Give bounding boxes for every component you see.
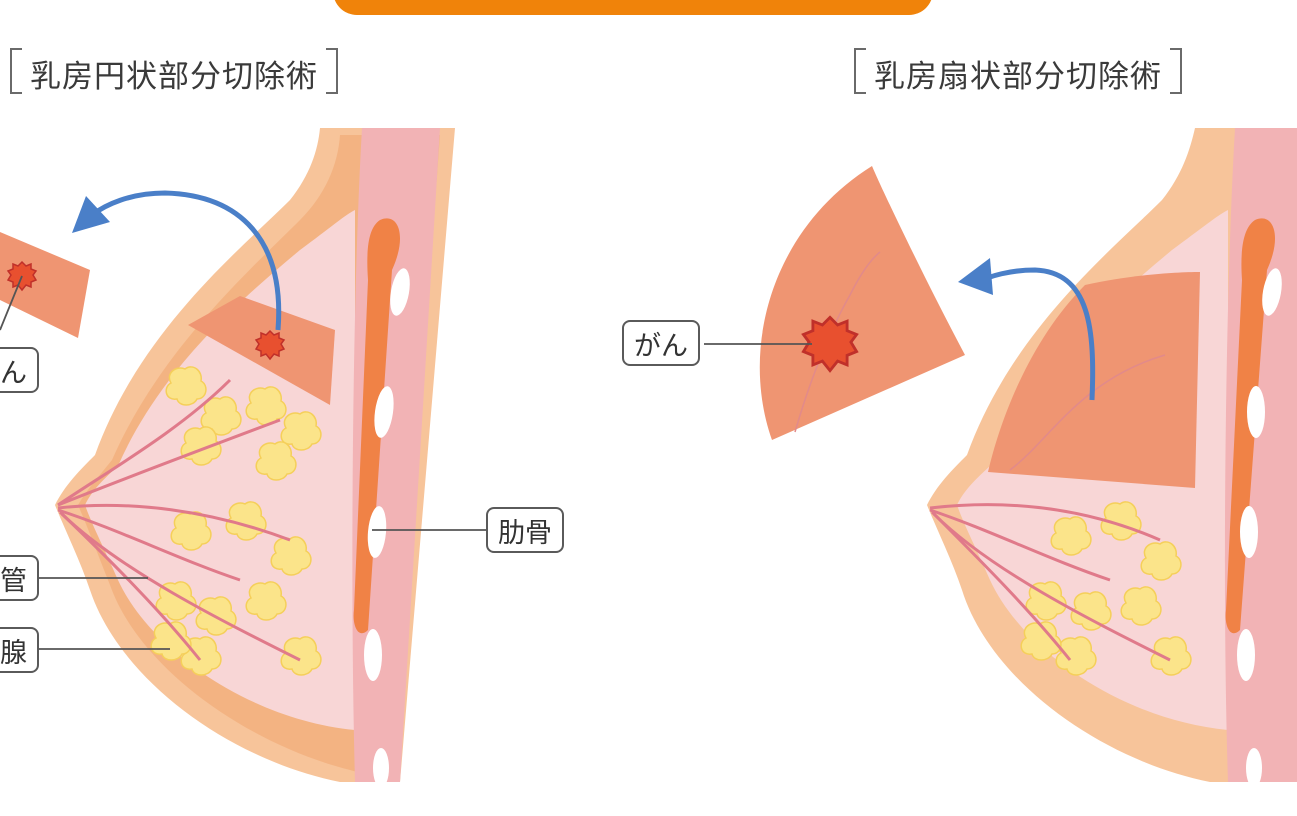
label-cancer-right: がん (622, 320, 700, 366)
label-cancer-left: ん (0, 347, 39, 393)
vessel-in-piece-right (794, 251, 881, 433)
label-milk-duct: 管 (0, 555, 39, 601)
milk-ducts-right (929, 503, 1171, 662)
arrowhead-left (72, 196, 110, 233)
label-rib: 肋骨 (486, 507, 564, 553)
removal-arrow-left (90, 190, 282, 331)
heading-circular-partial-mastectomy: 乳房円状部分切除術 (10, 48, 338, 98)
bracket-open (854, 48, 866, 94)
bracket-open (10, 48, 22, 94)
arrowhead-right (958, 258, 993, 295)
leader-lines-left (0, 275, 487, 650)
removal-arrow-right (976, 267, 1096, 401)
label-mammary-gland: 腺 (0, 627, 39, 673)
milk-ducts-left (57, 378, 301, 662)
right-breast-diagram (704, 128, 1297, 788)
excised-fan-piece-right (759, 166, 965, 440)
ribs-left (364, 268, 410, 788)
left-breast-diagram (0, 128, 487, 788)
bracket-close (326, 48, 338, 94)
title-banner (333, 0, 933, 15)
ribs-right (1237, 268, 1282, 788)
excised-piece-left (0, 232, 90, 338)
vessel-in-fan-right (1009, 354, 1166, 471)
bracket-close (1170, 48, 1182, 94)
heading-fan-partial-mastectomy: 乳房扇状部分切除術 (854, 48, 1182, 98)
